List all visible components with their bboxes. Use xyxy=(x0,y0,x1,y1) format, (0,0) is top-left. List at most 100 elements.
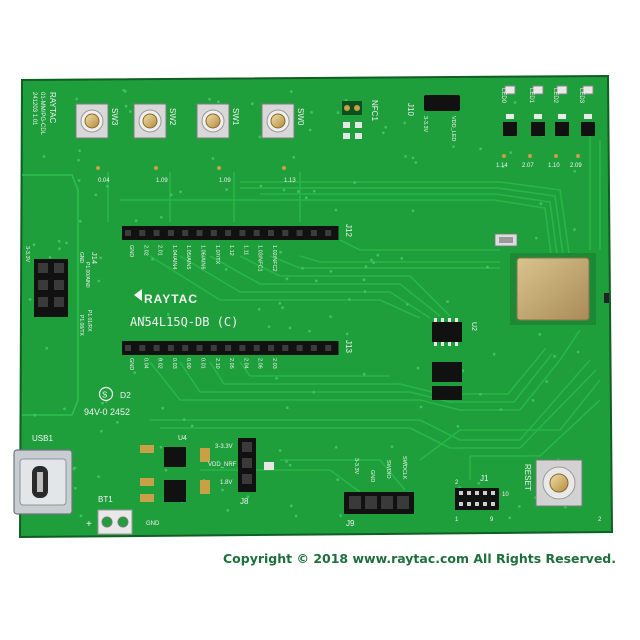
trace xyxy=(179,255,431,319)
j13-pin xyxy=(153,345,160,351)
j9-pin-4: SWDCLK xyxy=(401,456,407,480)
via xyxy=(353,181,356,185)
header-j1: J1 2 10 1 9 xyxy=(455,474,509,523)
j13-pin xyxy=(125,345,131,351)
via xyxy=(308,329,311,333)
j12-pin xyxy=(167,230,174,236)
via xyxy=(334,208,338,212)
j14-label: J14 xyxy=(90,252,99,264)
via xyxy=(182,418,186,422)
via xyxy=(258,135,262,139)
via xyxy=(159,445,163,449)
via xyxy=(94,193,98,197)
via xyxy=(48,255,52,259)
button-net: 0.04 xyxy=(98,178,110,184)
board-outline-silk xyxy=(22,174,79,416)
via xyxy=(142,315,146,319)
via xyxy=(411,156,415,160)
j12-pin-label: 1.02/NFC2 xyxy=(271,245,277,272)
led-net-via xyxy=(502,154,506,158)
via xyxy=(159,358,163,362)
trace xyxy=(280,199,553,263)
led-resistor xyxy=(506,114,514,119)
via xyxy=(78,219,82,223)
j13-pin xyxy=(196,345,203,351)
via xyxy=(282,188,286,192)
u2-ic: U2 xyxy=(432,318,477,400)
via xyxy=(501,165,505,169)
trace xyxy=(339,239,500,251)
j8-label: J8 xyxy=(240,497,249,506)
j13-pin xyxy=(210,345,217,351)
button-cap xyxy=(270,113,286,129)
trace xyxy=(419,379,601,461)
via xyxy=(405,462,408,466)
j12-pin xyxy=(182,230,189,236)
via xyxy=(312,390,316,394)
j13-pin xyxy=(167,345,174,351)
via xyxy=(329,315,332,319)
j1-pin-9: 9 xyxy=(490,517,494,523)
cert-text: 94V-0 2452 xyxy=(84,407,130,417)
led-transistor xyxy=(531,122,545,136)
via xyxy=(63,407,66,411)
via xyxy=(208,97,211,101)
led-net-via xyxy=(528,154,532,158)
via xyxy=(58,247,61,251)
trace xyxy=(209,347,547,395)
button-cap xyxy=(205,113,221,129)
via xyxy=(275,376,278,380)
via xyxy=(486,265,489,269)
via xyxy=(106,184,109,188)
via xyxy=(133,371,137,375)
usb-label: USB1 xyxy=(32,434,53,443)
via xyxy=(250,102,254,106)
via xyxy=(288,326,292,330)
via xyxy=(78,149,81,153)
via xyxy=(531,399,535,402)
trace xyxy=(469,399,601,480)
bt1-label: BT1 xyxy=(98,495,113,504)
via xyxy=(364,265,368,269)
j14-pin-rx: P1.01/RX xyxy=(86,310,92,332)
via xyxy=(509,151,512,155)
j14-pin-ain0: P1.00/AIN0 xyxy=(84,262,90,288)
via xyxy=(166,313,170,316)
j13-pin-label: 2.03 xyxy=(271,358,277,369)
led-body xyxy=(504,85,516,95)
copyright-text: Copyright © 2018 www.raytac.com All Righ… xyxy=(223,551,616,566)
side-text: RAYTAC 01-MM/PG-CDL 241203 1.01 xyxy=(31,92,57,136)
via xyxy=(129,110,132,113)
j10-pin-2: VDD_LED xyxy=(450,116,456,141)
via xyxy=(72,467,76,471)
j9-pin-2: GND xyxy=(369,470,375,482)
via xyxy=(314,279,318,283)
certification-mark: S D2 94V-0 2452 xyxy=(84,386,131,417)
led-body xyxy=(532,85,544,95)
via xyxy=(221,488,224,492)
j12-pin-label: 2.02 xyxy=(142,245,148,256)
via xyxy=(400,256,404,260)
button-label: SW1 xyxy=(231,108,240,126)
via xyxy=(281,306,284,310)
j12-pin xyxy=(139,230,146,236)
j13-pin xyxy=(296,345,303,351)
vias xyxy=(28,89,580,520)
via xyxy=(348,298,351,301)
nfc-label: NFC1 xyxy=(370,100,379,121)
via xyxy=(164,468,168,472)
j12-pin xyxy=(125,230,131,236)
via xyxy=(376,253,380,257)
j13-pin-label: 0.02 xyxy=(157,358,163,369)
via xyxy=(257,307,261,311)
led-net-via xyxy=(576,154,580,158)
j12-pin xyxy=(196,230,203,236)
via xyxy=(576,350,580,354)
j13-pin-label: 0.04 xyxy=(142,358,148,369)
via xyxy=(33,413,37,417)
via xyxy=(169,193,173,197)
